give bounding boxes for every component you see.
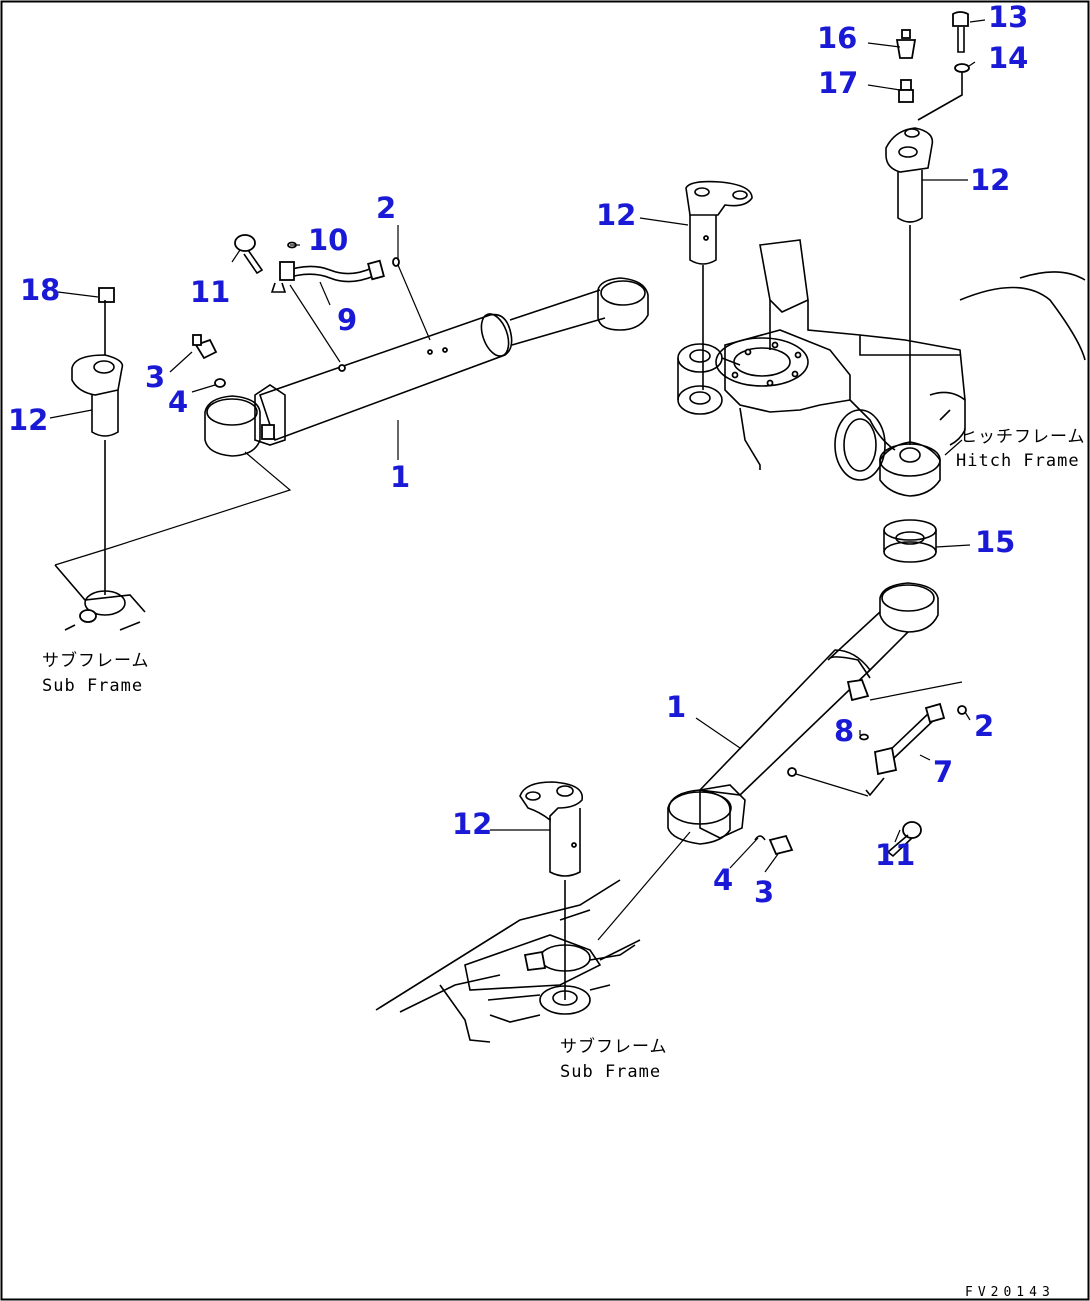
callout-leaders bbox=[49, 19, 986, 873]
callout-12-center: 12 bbox=[596, 198, 636, 232]
callout-12-lower: 12 bbox=[452, 807, 492, 841]
callout-9: 9 bbox=[337, 303, 357, 337]
callout-12-left: 12 bbox=[8, 403, 48, 437]
callout-16: 16 bbox=[817, 21, 857, 55]
leader-cylinder-subframe-lower bbox=[597, 831, 691, 941]
callout-1-lower: 1 bbox=[666, 690, 686, 724]
callout-11-lower: 11 bbox=[875, 838, 915, 872]
callout-12-right: 12 bbox=[970, 163, 1010, 197]
leader-cylinder-subframe-left bbox=[54, 451, 292, 566]
sub-frame-lower-label-en: Sub Frame bbox=[560, 1062, 661, 1082]
sub-frame-left-label-en: Sub Frame bbox=[42, 676, 143, 696]
hitch-frame bbox=[677, 239, 1086, 497]
callout-3-lower: 3 bbox=[754, 875, 774, 909]
pin-12-center-upper bbox=[685, 180, 753, 390]
drawing-code: FV20143 bbox=[965, 1285, 1055, 1300]
hitch-frame-label-jp: ヒッチフレーム bbox=[960, 427, 1086, 447]
hose-tube-7 bbox=[865, 702, 946, 797]
sub-frame-lower-label-jp: サブフレーム bbox=[560, 1036, 668, 1057]
left-pin-assembly bbox=[54, 287, 146, 631]
lower-fittings bbox=[754, 681, 967, 858]
callout-18: 18 bbox=[20, 273, 60, 307]
hose-tube-9 bbox=[270, 259, 385, 293]
callout-10: 10 bbox=[308, 223, 348, 257]
callout-3-upper: 3 bbox=[145, 360, 165, 394]
steering-cylinder-upper bbox=[204, 277, 649, 457]
callout-2-lower: 2 bbox=[974, 709, 994, 743]
callout-4-lower: 4 bbox=[713, 863, 733, 897]
upper-fittings bbox=[192, 234, 400, 388]
callout-2-upper: 2 bbox=[376, 191, 396, 225]
pin-12-right-upper bbox=[885, 11, 970, 445]
callout-13: 13 bbox=[988, 0, 1028, 34]
callout-1-upper: 1 bbox=[390, 460, 410, 494]
callout-14: 14 bbox=[988, 41, 1028, 75]
callout-4-upper: 4 bbox=[168, 385, 188, 419]
steering-cylinder-lower bbox=[667, 582, 939, 845]
callout-15: 15 bbox=[975, 525, 1015, 559]
sub-frame-lower bbox=[375, 879, 641, 1043]
callout-17: 17 bbox=[818, 66, 858, 100]
spacer-15 bbox=[883, 519, 937, 563]
callout-11-upper: 11 bbox=[190, 275, 230, 309]
callout-8: 8 bbox=[834, 714, 854, 748]
sub-frame-left-label-jp: サブフレーム bbox=[42, 650, 150, 671]
hitch-frame-label-en: Hitch Frame bbox=[956, 451, 1080, 471]
callout-7: 7 bbox=[933, 755, 953, 789]
